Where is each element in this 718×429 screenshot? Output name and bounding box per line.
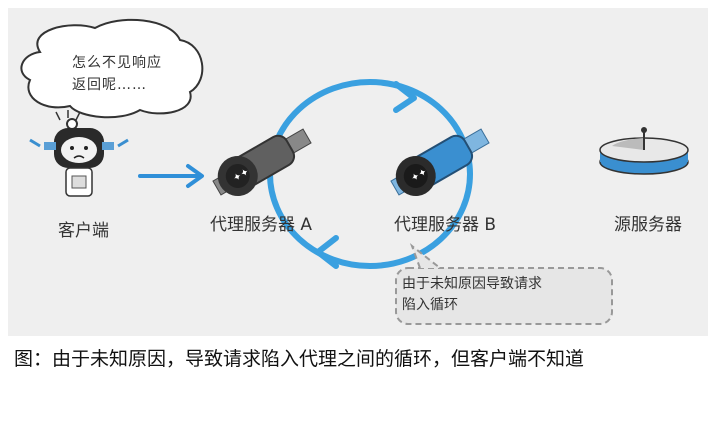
proxy-a-icon: ✦✦: [212, 128, 312, 196]
origin-server-icon: [599, 127, 689, 175]
client-robot-icon: [29, 110, 129, 197]
request-arrow: [138, 164, 204, 188]
origin-label: 源服务器: [614, 215, 682, 235]
proxy-b-label: 代理服务器 B: [394, 215, 497, 235]
client-speech-text: 怎么不见响应 返回呢……: [72, 55, 162, 93]
proxy-b-icon: ✦✦: [390, 128, 490, 196]
loop-note: 由于未知原因导致请求 陷入循环: [402, 276, 542, 313]
note-box: [395, 243, 613, 325]
figure-caption: 图：由于未知原因，导致请求陷入代理之间的循环，但客户端不知道: [14, 348, 585, 370]
client-label: 客户端: [58, 221, 109, 241]
proxy-a-label: 代理服务器 A: [210, 215, 313, 235]
diagram-canvas: ✦✦ ✦✦: [20, 18, 689, 325]
